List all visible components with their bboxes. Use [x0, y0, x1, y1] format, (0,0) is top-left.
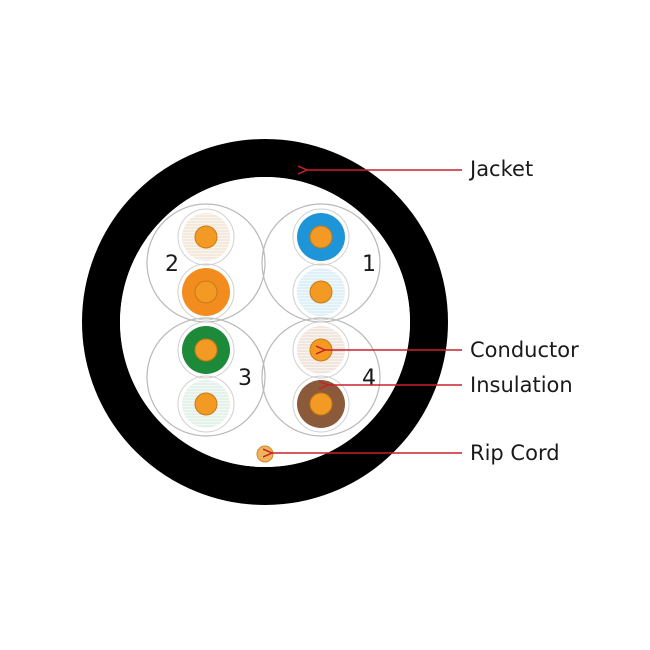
cable-core-area — [120, 177, 410, 467]
pair-3-outline — [146, 317, 266, 437]
wire-conductor — [194, 392, 218, 416]
pair-4-wire-2 — [292, 375, 350, 433]
pair-2-wire-1 — [177, 208, 235, 266]
wire-outer-ring — [292, 375, 350, 433]
wire-conductor — [309, 392, 333, 416]
pair-3-wire-2 — [177, 375, 235, 433]
wire-outer-ring — [177, 263, 235, 321]
pair-1-wire-2 — [292, 263, 350, 321]
pair-3-wire-1 — [177, 321, 235, 379]
wire-outer-ring — [177, 208, 235, 266]
wire-conductor — [194, 225, 218, 249]
pair-number-3: 3 — [238, 366, 252, 391]
pair-1-wire-1 — [292, 208, 350, 266]
wire-conductor — [309, 225, 333, 249]
rip-cord — [256, 445, 274, 463]
wire-conductor — [309, 280, 333, 304]
pair-4-outline — [261, 317, 381, 437]
rip-cord-label: Rip Cord — [470, 441, 560, 465]
wire-conductor — [194, 280, 218, 304]
insulation-label: Insulation — [470, 373, 573, 397]
conductor-label: Conductor — [470, 338, 579, 362]
pair-2-wire-2 — [177, 263, 235, 321]
jacket-label: Jacket — [468, 157, 533, 181]
wire-conductor — [194, 338, 218, 362]
jacket — [82, 139, 448, 505]
wire-outer-ring — [177, 321, 235, 379]
wire-outer-ring — [292, 208, 350, 266]
pair-number-4: 4 — [362, 366, 376, 391]
pair-number-1: 1 — [362, 252, 376, 277]
pair-number-2: 2 — [165, 252, 179, 277]
wire-outer-ring — [177, 375, 235, 433]
wire-outer-ring — [292, 263, 350, 321]
